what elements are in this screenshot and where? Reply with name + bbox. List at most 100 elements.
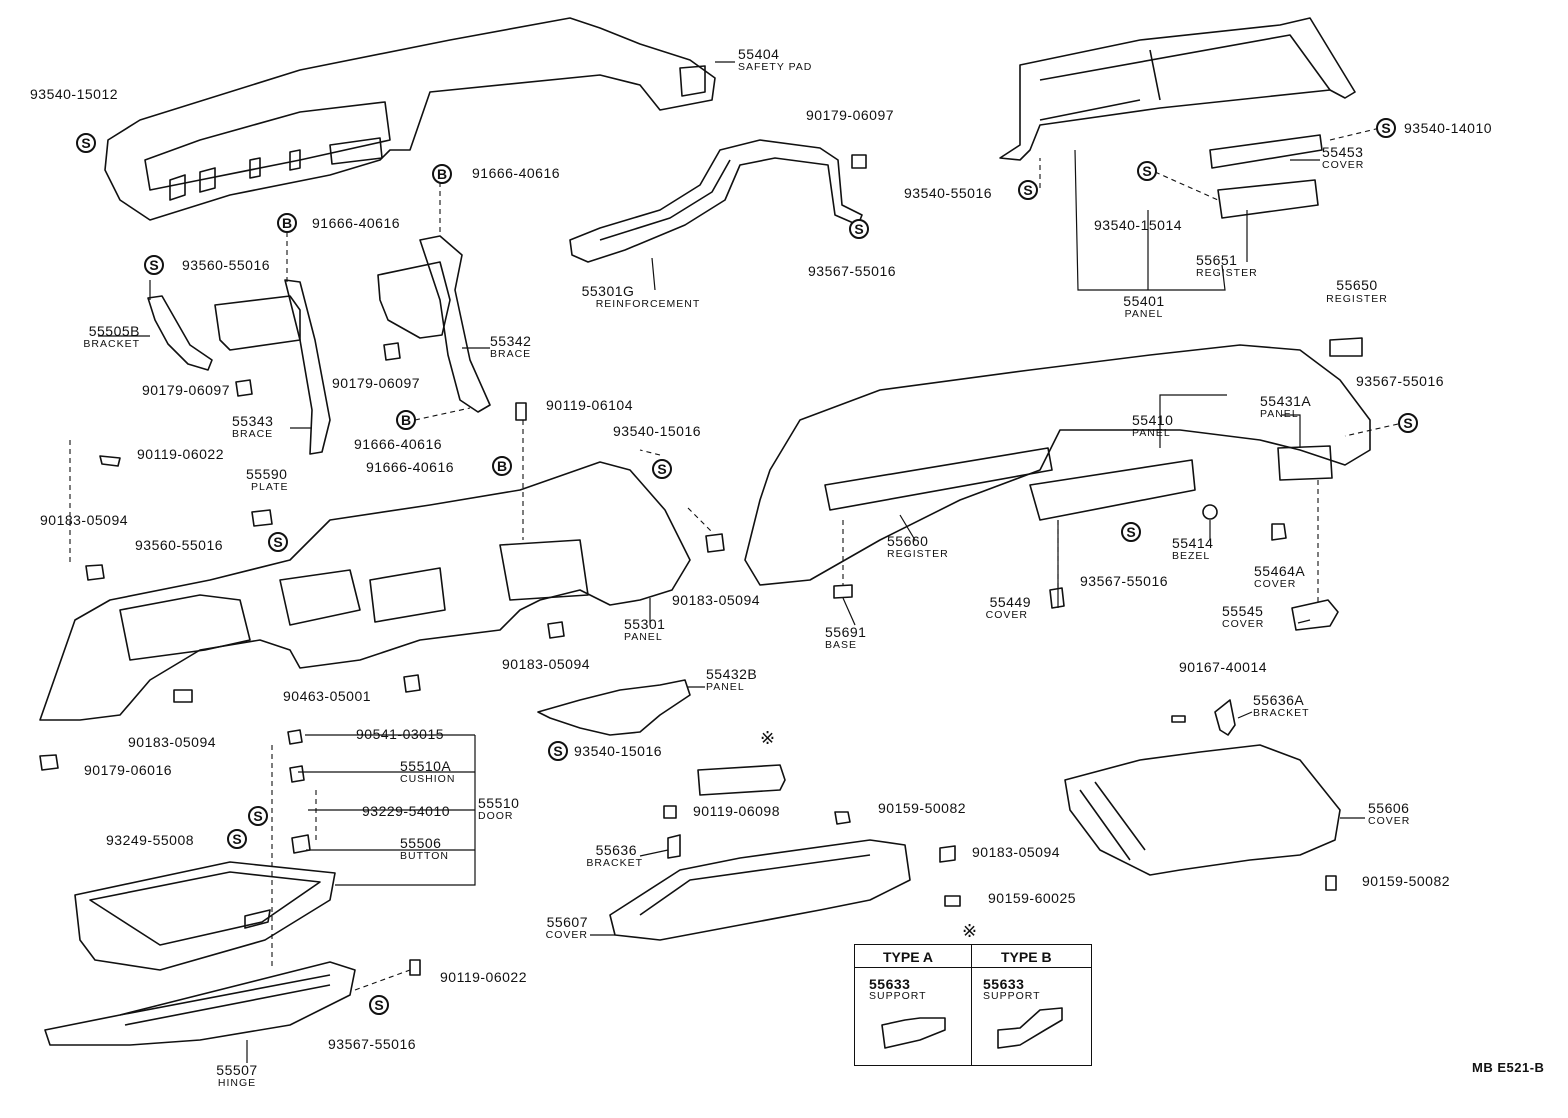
fastener-label: 90159-60025 xyxy=(988,890,1077,906)
s-symbol: S xyxy=(652,459,672,479)
main-panel-drawing xyxy=(39,461,691,721)
fastener-label: 93249-55008 xyxy=(106,832,195,848)
label-55510-name: DOOR xyxy=(478,810,514,822)
fastener-label: 90179-06016 xyxy=(84,762,173,778)
fastener-label: 90183-05094 xyxy=(972,844,1061,860)
s-symbol: S xyxy=(227,829,247,849)
label-55343-num: 55343 xyxy=(232,413,274,429)
label-55651-name: REGISTER xyxy=(1196,267,1258,279)
bracket-55636a-drawing xyxy=(1214,699,1236,736)
label-55660-num: 55660 xyxy=(887,533,929,549)
type-b-part-name: SUPPORT xyxy=(983,990,1041,1002)
label-55410-name: PANEL xyxy=(1132,427,1171,439)
label-55301g-num: 55301G xyxy=(581,283,635,299)
label-55590-name: PLATE xyxy=(251,481,289,493)
brackets-drawing xyxy=(147,235,491,455)
fastener-label: 90183-05094 xyxy=(672,592,761,608)
label-55505b-name: BRACKET xyxy=(83,338,140,350)
label-55410-num: 55410 xyxy=(1132,412,1174,428)
label-55453-num: 55453 xyxy=(1322,144,1364,160)
label-55507-name: HINGE xyxy=(217,1077,257,1089)
label-55590-num: 55590 xyxy=(246,466,288,482)
upper-panel-drawing xyxy=(999,17,1356,291)
label-55404-name: SAFETY PAD xyxy=(738,61,813,73)
type-b-part-num: 55633 xyxy=(983,976,1025,992)
label-55691-num: 55691 xyxy=(825,624,867,640)
fastener-label: 91666-40616 xyxy=(354,436,443,452)
fastener-label: 93560-55016 xyxy=(182,257,271,273)
label-55606-name: COVER xyxy=(1368,815,1411,827)
label-55636a-name: BRACKET xyxy=(1253,707,1310,719)
support-bracket-drawing xyxy=(697,764,786,796)
s-symbol: S xyxy=(76,133,96,153)
label-55636-num: 55636 xyxy=(595,842,637,858)
label-55691-name: BASE xyxy=(825,639,858,651)
label-55414-num: 55414 xyxy=(1172,535,1214,551)
fastener-label: 93540-15014 xyxy=(1094,217,1183,233)
diagram-code: MB E521-B xyxy=(1472,1060,1545,1075)
dashed-lines xyxy=(69,127,1399,991)
b-symbol: B xyxy=(432,164,452,184)
fastener-label: 90159-50082 xyxy=(1362,873,1451,889)
label-55343-name: BRACE xyxy=(232,428,274,440)
fastener-label: 90183-05094 xyxy=(502,656,591,672)
small-parts-drawing xyxy=(39,154,1339,976)
s-symbol: S xyxy=(248,806,268,826)
table-parts-drawing xyxy=(881,1007,1063,1049)
right-panel-drawing xyxy=(744,337,1371,586)
fastener-label: 90179-06097 xyxy=(332,375,421,391)
label-55510a-name: CUSHION xyxy=(400,773,456,785)
label-55432b-name: PANEL xyxy=(706,681,745,693)
fastener-label: 90179-06097 xyxy=(141,382,230,398)
fastener-label: 90183-05094 xyxy=(128,734,217,750)
reinforcement-drawing xyxy=(569,139,863,263)
label-55507-num: 55507 xyxy=(216,1062,258,1078)
note-mark: ※ xyxy=(760,728,776,748)
label-55453-name: COVER xyxy=(1322,159,1365,171)
s-symbol: S xyxy=(1398,413,1418,433)
table-divider xyxy=(855,967,1091,968)
fastener-label: 90463-05001 xyxy=(283,688,372,704)
door-drawing xyxy=(74,861,336,971)
label-55660-name: REGISTER xyxy=(887,548,949,560)
label-55510a-num: 55510A xyxy=(400,758,452,774)
s-symbol: S xyxy=(849,219,869,239)
label-55651-num: 55651 xyxy=(1196,252,1238,268)
fastener-label: 90179-06097 xyxy=(806,107,895,123)
fastener-label: 93560-55016 xyxy=(135,537,224,553)
lower-panel-drawing xyxy=(537,679,691,736)
label-55431a-name: PANEL xyxy=(1260,408,1299,420)
label-55404-num: 55404 xyxy=(738,46,780,62)
fastener-label: 93229-54010 xyxy=(362,803,451,819)
label-55506-num: 55506 xyxy=(400,835,442,851)
fastener-label: 90119-06104 xyxy=(546,397,633,413)
fastener-label: 91666-40616 xyxy=(366,459,455,475)
safety-pad-drawing xyxy=(104,17,716,221)
s-symbol: S xyxy=(144,255,164,275)
cover-55606-drawing xyxy=(1064,744,1341,876)
label-55431a-num: 55431A xyxy=(1260,393,1312,409)
fastener-label: 90167-40014 xyxy=(1179,659,1268,675)
type-a-header: TYPE A xyxy=(883,949,934,965)
type-a-part-name: SUPPORT xyxy=(869,990,927,1002)
label-55650-num: 55650 xyxy=(1336,277,1378,293)
label-55650-name: REGISTER xyxy=(1326,293,1388,305)
fastener-label: 93540-55016 xyxy=(904,185,993,201)
fastener-label: 90119-06098 xyxy=(693,803,780,819)
fastener-label: 93567-55016 xyxy=(808,263,897,279)
label-55607-num: 55607 xyxy=(546,914,588,930)
b-symbol: B xyxy=(492,456,512,476)
fastener-label: 90541-03015 xyxy=(356,726,445,742)
label-55401-num: 55401 xyxy=(1123,293,1165,309)
s-symbol: S xyxy=(1376,118,1396,138)
label-55636-name: BRACKET xyxy=(586,857,643,869)
fastener-label: 93540-15016 xyxy=(613,423,702,439)
label-55607-name: COVER xyxy=(545,929,588,941)
fastener-label: 93567-55016 xyxy=(1356,373,1445,389)
type-table: TYPE A TYPE B 55633 SUPPORT 55633 SUPPOR… xyxy=(854,944,1092,1066)
s-symbol: S xyxy=(1137,161,1157,181)
label-55301-name: PANEL xyxy=(624,631,663,643)
label-55545-num: 55545 xyxy=(1222,603,1264,619)
label-55301g-name: REINFORCEMENT xyxy=(595,298,701,310)
